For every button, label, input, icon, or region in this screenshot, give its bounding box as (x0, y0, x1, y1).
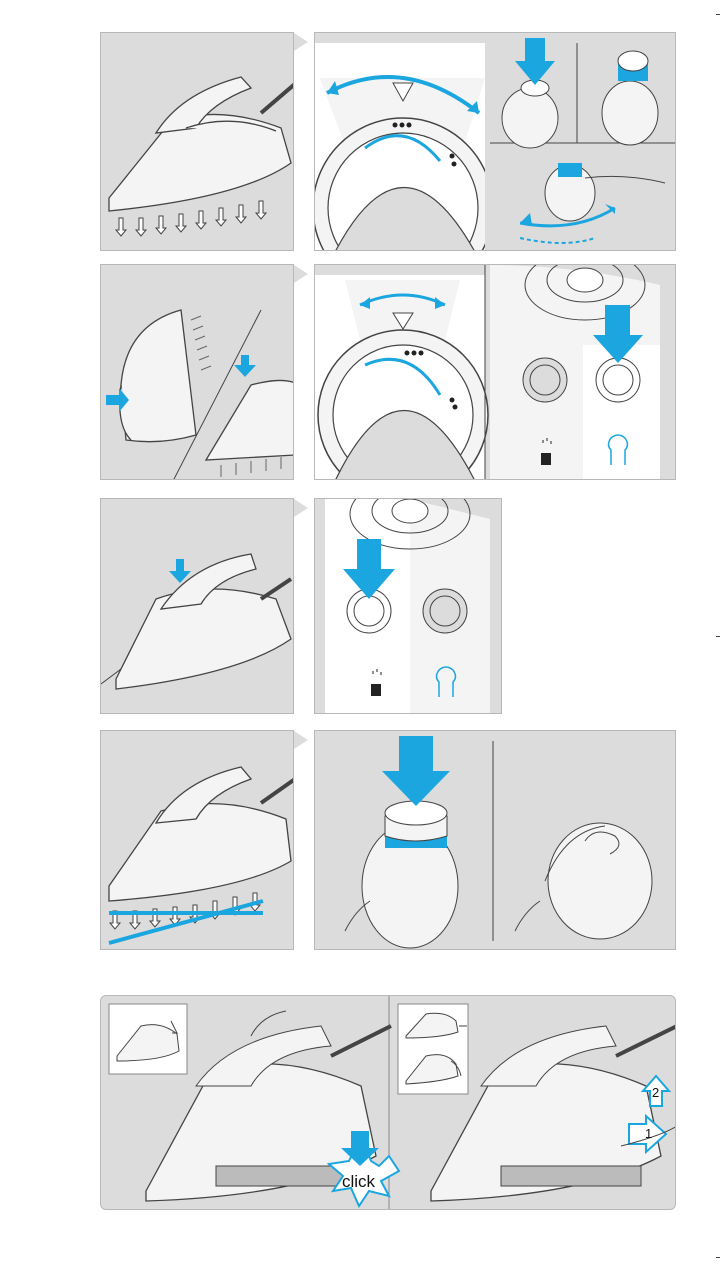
row5-anti-calc-panel: click 1 2 (100, 995, 676, 1210)
row2-step-arrow (294, 265, 308, 283)
edge-mark-top (716, 14, 720, 15)
iron-soleplate-icon (101, 996, 676, 1210)
edge-mark-middle (716, 636, 720, 637)
iron-no-steam-icon (101, 731, 294, 950)
iron-spray-icon (101, 499, 294, 714)
row2-iron-vertical-panel (100, 264, 294, 480)
row3-step-arrow (294, 499, 308, 517)
row4-clean-button-panel (314, 730, 676, 950)
cartridge-press (345, 736, 458, 948)
steam-shot-button-icon (490, 265, 660, 480)
cartridge-release-icon (515, 823, 652, 939)
row1-dial-panel (314, 32, 676, 251)
steam-dial-icon (315, 33, 676, 251)
step-two-label: 2 (652, 1085, 659, 1100)
clean-button-icon (315, 731, 676, 950)
iron-steam-icon (101, 33, 294, 251)
steam-dial-icon (315, 265, 676, 480)
click-label: click (342, 1172, 375, 1192)
row4-iron-no-steam-panel (100, 730, 294, 950)
row1-step-arrow (294, 33, 308, 51)
edge-mark-bottom (716, 1257, 720, 1258)
step-one-label: 1 (645, 1126, 652, 1141)
row4-step-arrow (294, 731, 308, 749)
row2-dial-panel (314, 264, 676, 480)
row1-iron-steam-panel (100, 32, 294, 251)
row3-iron-spray-panel (100, 498, 294, 714)
iron-vertical-icon (101, 265, 294, 480)
row3-spray-button-panel (314, 498, 502, 714)
spray-button-icon (315, 499, 502, 714)
